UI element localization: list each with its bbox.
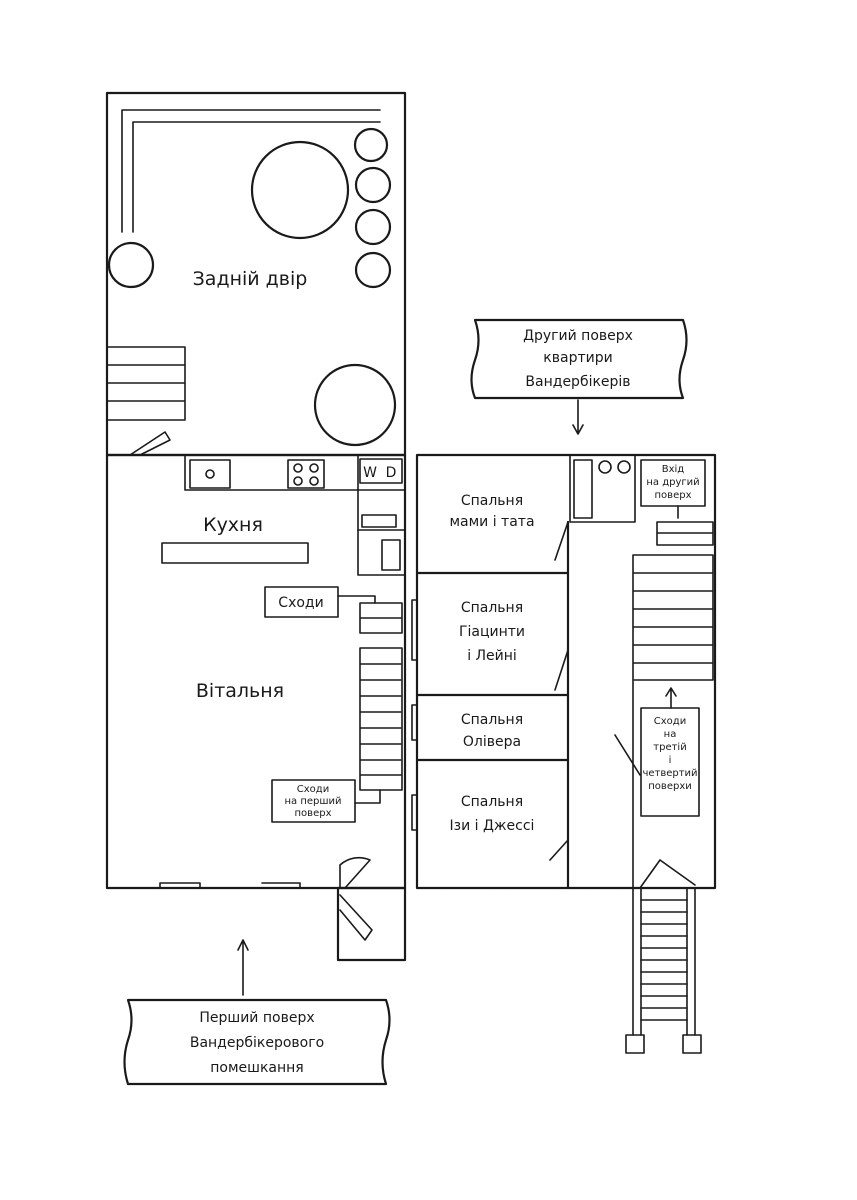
tree-icon <box>250 140 350 240</box>
box-line: на перший <box>284 796 341 807</box>
box-line: на другий <box>646 477 699 488</box>
room-label: Ізи і Джессі <box>450 818 535 834</box>
room-label: Спальня <box>461 794 523 810</box>
bathtub-icon <box>381 539 401 571</box>
box-line: поверхи <box>648 781 691 792</box>
arrow-icon <box>337 595 376 604</box>
dryer-label: D <box>386 465 397 481</box>
box-line: і <box>669 754 672 766</box>
backyard-label: Задній двір <box>193 268 308 290</box>
kitchen-island <box>161 542 309 564</box>
backyard: Задній двір <box>105 91 407 457</box>
windows <box>159 454 301 889</box>
bathtub-icon <box>573 459 593 519</box>
callout-line: Вандербікерів <box>525 374 630 390</box>
kitchen-label: Кухня <box>203 514 263 536</box>
room-label: Олівера <box>463 734 521 750</box>
toilet-icon <box>598 460 612 474</box>
callout-line: Вандербікерового <box>190 1035 324 1051</box>
arrow-icon <box>237 939 249 996</box>
washer-dryer <box>359 458 403 484</box>
arrow-icon <box>665 687 677 709</box>
washer-label: W <box>363 465 377 481</box>
callout-line: Другий поверх <box>523 328 633 344</box>
second-floor: Вхід на другий поверх Сходи на третій і … <box>411 453 717 1054</box>
box-line: Вхід <box>662 463 685 475</box>
inner-stairs <box>632 521 714 889</box>
tree-icon <box>354 208 392 246</box>
room-label: і Лейні <box>467 648 517 664</box>
box-line: четвертий <box>642 768 697 779</box>
tree-icon <box>353 127 389 163</box>
entrance-box <box>640 459 706 507</box>
arrow-icon <box>354 789 381 804</box>
sink-icon <box>617 460 631 474</box>
box-line: Сходи <box>654 716 686 727</box>
backyard-stairs <box>106 346 186 421</box>
room-label: Спальня <box>461 493 523 509</box>
callout-line: квартири <box>543 350 612 366</box>
door-icons <box>549 521 641 861</box>
toilet-sink-icon <box>361 514 397 528</box>
room-label: Спальня <box>461 712 523 728</box>
callout-line: Перший поверх <box>199 1010 314 1026</box>
second-floor-callout: Другий поверх квартири Вандербікерів <box>470 318 688 435</box>
room-label: Гіацинти <box>459 624 525 640</box>
bathroom-walls <box>357 489 406 531</box>
tree-icon <box>354 166 392 204</box>
outside-stairs <box>625 887 702 1054</box>
tree-icon <box>107 241 155 289</box>
door-icon <box>339 856 371 889</box>
hedge <box>121 109 381 233</box>
stairs-label: Сходи <box>278 595 323 611</box>
box-line: на <box>664 729 677 740</box>
upper-stairs-box <box>640 707 700 817</box>
tree-icon <box>354 251 392 289</box>
arrow-icon <box>572 399 584 435</box>
stairs-label-box <box>264 586 339 618</box>
room-label: Спальня <box>461 600 523 616</box>
bathroom <box>569 454 636 523</box>
kitchen-counter <box>184 454 406 576</box>
box-line: поверх <box>295 808 332 819</box>
front-entry <box>336 886 407 962</box>
tree-icon <box>313 363 397 447</box>
first-floor: W D Кухня Вітальня Сходи Сходи на перший… <box>105 453 407 962</box>
sink-icon <box>189 459 231 489</box>
first-floor-callout: Перший поверх Вандербікерового помешканн… <box>123 939 391 1086</box>
box-line: третій <box>653 741 686 753</box>
stairs-first-floor-box <box>271 779 356 823</box>
living-room-label: Вітальня <box>196 680 284 702</box>
door-icon <box>129 431 171 456</box>
box-line: Сходи <box>297 784 329 795</box>
interior-stairs <box>359 602 403 791</box>
door-icon <box>339 894 373 941</box>
callout-line: помешкання <box>210 1060 303 1076</box>
stove-icon <box>287 459 325 489</box>
door-icon <box>639 859 696 889</box>
windows <box>411 454 621 889</box>
room-label: мами і тата <box>449 514 534 530</box>
box-line: поверх <box>655 490 692 501</box>
